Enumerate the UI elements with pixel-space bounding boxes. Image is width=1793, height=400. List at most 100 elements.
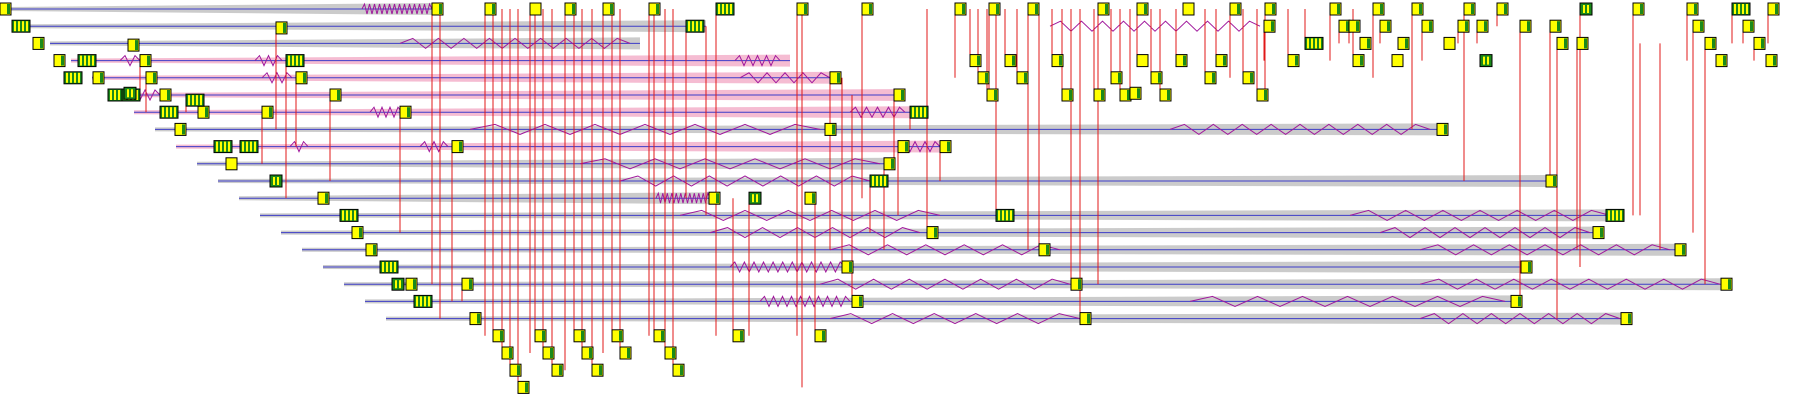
node-129: [1070, 277, 1083, 291]
node-stripe: [610, 4, 613, 14]
node-12: [213, 140, 233, 154]
node-stripe: [80, 55, 82, 66]
node-box: [1742, 19, 1755, 33]
node-82: [1753, 36, 1766, 50]
node-55: [1411, 2, 1424, 16]
node-stripe: [962, 4, 965, 14]
node-stripe: [74, 72, 76, 83]
node-stripe: [901, 90, 904, 100]
node-stripe: [1728, 279, 1731, 290]
node-36: [431, 2, 444, 16]
node-stripe: [224, 141, 226, 152]
node-stripe: [228, 141, 230, 152]
node-box: [591, 363, 604, 377]
node-stripe: [500, 330, 503, 341]
node-stripe: [934, 227, 937, 238]
node-box: [1520, 260, 1533, 274]
node-box: [1070, 277, 1083, 291]
node-box: [1129, 86, 1142, 100]
node-stripe: [1346, 21, 1349, 32]
node-stripe: [692, 21, 694, 32]
node-stripe: [1059, 55, 1062, 66]
node-stripe: [1419, 4, 1422, 14]
node-149: [591, 363, 604, 377]
zigzag-9: [369, 105, 403, 119]
node-box: [1110, 71, 1123, 85]
node-75: [1304, 36, 1324, 50]
node-stripe: [382, 262, 384, 272]
node-150: [672, 363, 685, 377]
node-stripe: [920, 107, 922, 118]
node-box: [1027, 2, 1040, 16]
node-stripe: [688, 21, 690, 32]
zigzag-26: [819, 278, 1071, 290]
node-84: [1352, 54, 1365, 68]
node-147: [509, 363, 522, 377]
node-60: [1686, 2, 1699, 16]
node-stripe: [1183, 55, 1186, 66]
node-stripe: [196, 95, 198, 106]
node-91: [1150, 71, 1163, 85]
node-23: [469, 312, 482, 326]
node-stripe: [589, 348, 592, 358]
node-box: [1061, 88, 1074, 102]
node-120: [804, 191, 817, 205]
zigzag-5: [734, 54, 781, 67]
zigzag-30: [829, 313, 1081, 325]
node-stripe: [166, 107, 168, 118]
node-88: [1765, 54, 1778, 68]
node-box: [897, 140, 910, 154]
node-box: [969, 54, 982, 68]
node-stripe: [1583, 5, 1585, 13]
node-box: [841, 260, 854, 274]
node-145: [619, 346, 632, 360]
node-stripe: [716, 193, 719, 204]
node-box: [0, 2, 12, 16]
node-stripe: [424, 296, 426, 307]
node-stripe: [916, 107, 918, 118]
node-stripe: [205, 107, 208, 118]
node-stripe: [1380, 4, 1383, 14]
node-131: [851, 294, 864, 308]
node-stripe: [273, 177, 275, 185]
node-box: [1150, 71, 1163, 85]
node-stripe: [394, 262, 396, 272]
node-box: [517, 380, 530, 394]
node-28: [127, 38, 140, 52]
node-box: [995, 208, 1015, 222]
node-68: [1421, 19, 1434, 33]
node-stripe: [303, 72, 306, 83]
node-stripe: [1694, 4, 1697, 14]
node-box: [1182, 2, 1195, 16]
node-stripe: [1319, 38, 1321, 49]
node-stripe: [167, 90, 170, 100]
node-stripe: [1144, 4, 1147, 14]
node-box: [1545, 174, 1558, 188]
node-31: [285, 54, 305, 68]
node-stripe: [162, 107, 164, 118]
node-24: [139, 54, 152, 68]
node-stripe: [996, 4, 999, 14]
node-box: [1463, 2, 1476, 16]
node-box: [988, 2, 1001, 16]
node-stripe: [804, 4, 807, 14]
node-stripe: [1527, 21, 1530, 32]
node-box: [275, 21, 288, 35]
node-38: [529, 2, 542, 16]
node-78: [1443, 36, 1456, 50]
node-stripe: [696, 21, 698, 32]
node-stripe: [1127, 90, 1130, 100]
node-stripe: [220, 141, 222, 152]
node-73: [1692, 19, 1705, 33]
node-stripe: [92, 55, 94, 66]
node-stripe: [1553, 176, 1556, 186]
node-stripe: [88, 55, 90, 66]
node-box: [1496, 2, 1509, 16]
node-stripe: [1742, 4, 1744, 14]
node-96: [969, 54, 982, 68]
node-117: [1545, 174, 1558, 188]
node-stripe: [18, 21, 20, 32]
node-stripe: [1518, 296, 1521, 307]
node-box: [732, 329, 745, 343]
node-stripe: [1295, 55, 1298, 66]
